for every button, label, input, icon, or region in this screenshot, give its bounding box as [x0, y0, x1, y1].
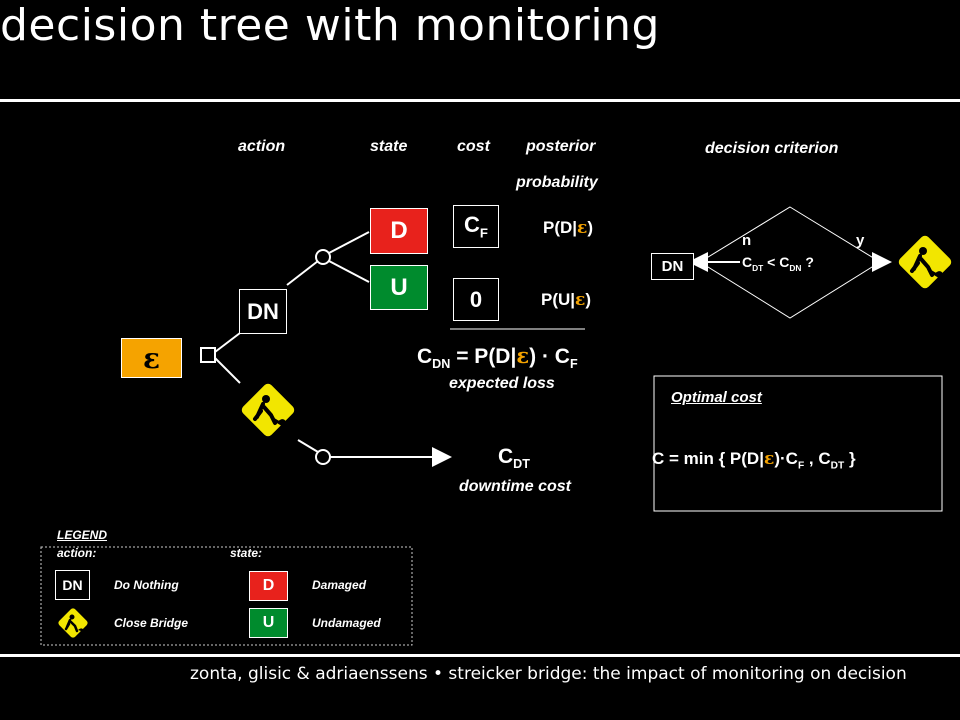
- criterion-dn-label: DN: [661, 258, 684, 275]
- footer-citation: zonta, glisic & adriaenssens • streicker…: [190, 664, 907, 684]
- legend-u-box: U: [249, 608, 288, 638]
- legend-action-label: action:: [57, 546, 97, 560]
- chance-node-close: [315, 449, 331, 465]
- footer-rule: [0, 654, 960, 657]
- legend-state-label: state:: [230, 546, 263, 560]
- legend-close-bridge-icon: [53, 603, 93, 643]
- downtime-cost-label: CDT: [498, 445, 530, 472]
- decision-node: [200, 347, 216, 363]
- criterion-condition: CDT < CDN ?: [742, 254, 814, 273]
- slide-title: decision tree with monitoring: [0, 0, 660, 51]
- chance-node-dn: [315, 249, 331, 265]
- header-decision-criterion: decision criterion: [705, 140, 839, 157]
- epsilon-symbol: ε: [142, 341, 161, 375]
- header-action: action: [238, 138, 286, 155]
- prob-damaged: P(D|ε): [543, 218, 594, 238]
- legend-u-label: U: [262, 614, 275, 631]
- decision-diamond: [699, 206, 881, 319]
- state-damaged-box: D: [370, 208, 428, 254]
- criterion-no-label: n: [742, 232, 752, 249]
- header-state: state: [370, 138, 408, 155]
- criterion-close-bridge-icon: [891, 228, 959, 296]
- state-u-label: U: [390, 273, 408, 301]
- header-posterior: posterior: [526, 138, 596, 155]
- state-d-label: D: [390, 217, 408, 244]
- evidence-box: ε: [121, 338, 182, 378]
- cost-cf-label: CF: [464, 212, 488, 241]
- legend-d-label: D: [262, 577, 275, 594]
- cost-failure-box: CF: [453, 205, 499, 248]
- legend-box: [40, 546, 413, 646]
- criterion-dn-box: DN: [651, 253, 694, 280]
- dn-label: DN: [247, 298, 279, 324]
- prob-undamaged: P(U|ε): [541, 290, 592, 310]
- legend-dn-box: DN: [55, 570, 90, 600]
- cost-zero-label: 0: [469, 286, 483, 312]
- legend-do-nothing: Do Nothing: [114, 578, 179, 592]
- cost-zero-box: 0: [453, 278, 499, 321]
- legend-undamaged: Undamaged: [312, 616, 381, 630]
- optimal-cost-formula: C = min { P(D|ε)·CF , CDT }: [652, 449, 856, 472]
- action-do-nothing-box: DN: [239, 289, 287, 334]
- title-rule: [0, 99, 960, 102]
- downtime-cost-caption: downtime cost: [459, 478, 572, 495]
- legend-d-box: D: [249, 571, 288, 601]
- close-bridge-icon: [233, 375, 303, 445]
- header-probability: probability: [516, 174, 598, 191]
- legend-dn-label: DN: [62, 577, 83, 593]
- state-undamaged-box: U: [370, 265, 428, 310]
- expected-loss-formula: CDN = P(D|ε) · CF: [417, 343, 578, 372]
- optimal-cost-heading: Optimal cost: [671, 389, 762, 406]
- legend-close-bridge: Close Bridge: [114, 616, 189, 630]
- legend-damaged: Damaged: [312, 578, 367, 592]
- criterion-yes-label: y: [856, 232, 865, 249]
- expected-loss-caption: expected loss: [449, 375, 555, 392]
- header-cost: cost: [457, 138, 490, 155]
- legend-title: LEGEND: [57, 528, 108, 542]
- optimal-cost-box: [653, 375, 943, 512]
